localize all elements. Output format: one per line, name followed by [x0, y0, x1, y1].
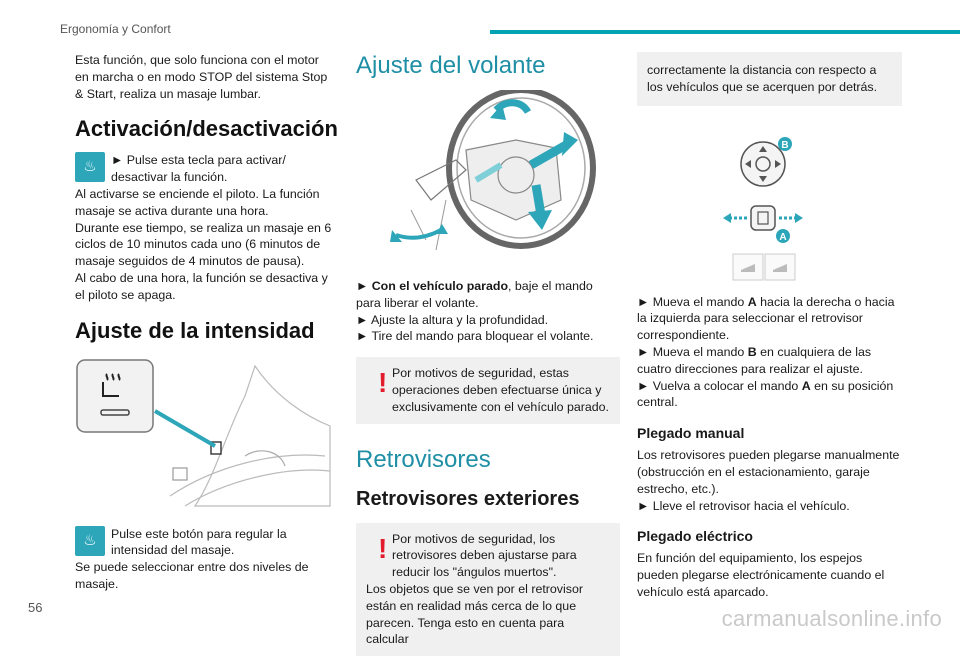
seat-illustration [75, 356, 335, 516]
label-b: B [781, 140, 788, 151]
mirrors-warning-box: ! Por motivos de seguridad, los retrovis… [356, 522, 620, 656]
watermark: carmanualsonline.info [721, 606, 942, 631]
mirrors-warning-text-2: Los objetos que se ven por el retrovisor… [366, 581, 583, 647]
manual-folding-text: Los retrovisores pueden plegarse manualm… [637, 448, 900, 496]
steering-wheel-svg [390, 87, 596, 251]
steering-warning-text: Por motivos de seguridad, estas operacio… [392, 366, 609, 414]
column-2: Ajuste del volante ► Con el vehículo par… [356, 52, 620, 656]
running-header: Ergonomía y Confort [60, 22, 171, 36]
warning-icon: ! [378, 532, 388, 564]
steering-step-1: ► Con el vehículo parado, baje el mando … [356, 279, 593, 310]
steering-heading: Ajuste del volante [356, 52, 546, 79]
mirrors-warning-text-1: Por motivos de seguridad, los retrovisor… [392, 531, 577, 580]
column-1: Esta función, que solo funciona con el m… [75, 52, 338, 593]
intensity-step: Pulse este botón para regular la intensi… [111, 526, 287, 558]
mirror-step-1: ► Mueva el mando A hacia la derecha o ha… [637, 294, 895, 343]
massage-intensity-icon: ♨ [75, 525, 105, 556]
mirror-control-illustration: B A [637, 124, 902, 284]
exterior-mirrors-heading: Retrovisores exteriores [356, 487, 580, 510]
header-accent-bar [490, 30, 960, 34]
activation-text-3: Al cabo de una hora, la función se desac… [75, 270, 328, 302]
activation-text-1: Al activarse se enciende el piloto. La f… [75, 186, 320, 218]
activation-text-2: Durante ese tiempo, se realiza un masaje… [75, 220, 332, 269]
manual-folding-step: ► Lleve el retrovisor hacia el vehículo. [637, 498, 850, 513]
column-3: correctamente la distancia con respecto … [637, 52, 902, 601]
steering-warning-box: ! Por motivos de seguridad, estas operac… [356, 357, 620, 424]
steering-wheel-illustration [356, 87, 620, 260]
intensity-heading: Ajuste de la intensidad [75, 317, 315, 343]
mirrors-heading: Retrovisores [356, 445, 491, 473]
activation-heading: Activación/desactivación [75, 116, 338, 142]
massage-intro: Esta función, que solo funciona con el m… [75, 53, 328, 101]
massage-seat-icon: ♨ [75, 152, 105, 183]
mirrors-warning-continued: correctamente la distancia con respecto … [637, 52, 902, 106]
electric-folding-text: En función del equipamiento, los espejos… [637, 551, 885, 599]
electric-folding-heading: Plegado eléctrico [637, 528, 753, 545]
steering-step-2: ► Ajuste la altura y la profundidad. [356, 312, 549, 327]
mirror-step-2: ► Mueva el mando B en cualquiera de las … [637, 344, 872, 376]
page-number: 56 [28, 600, 43, 615]
mirror-control-svg: B A [723, 136, 803, 281]
seat-massage-svg [76, 358, 331, 507]
mirror-step-3: ► Vuelva a colocar el mando A en su posi… [637, 378, 894, 410]
warning-icon: ! [378, 367, 388, 399]
activation-step: ► Pulse esta tecla para activar/ desacti… [111, 153, 286, 185]
manual-folding-heading: Plegado manual [637, 425, 745, 442]
intensity-text: Se puede seleccionar entre dos niveles d… [75, 560, 309, 591]
steering-step-3: ► Tire del mando para bloquear el volant… [356, 329, 594, 344]
label-a: A [779, 232, 786, 243]
mirrors-warning-continued-text: correctamente la distancia con respecto … [647, 63, 878, 94]
